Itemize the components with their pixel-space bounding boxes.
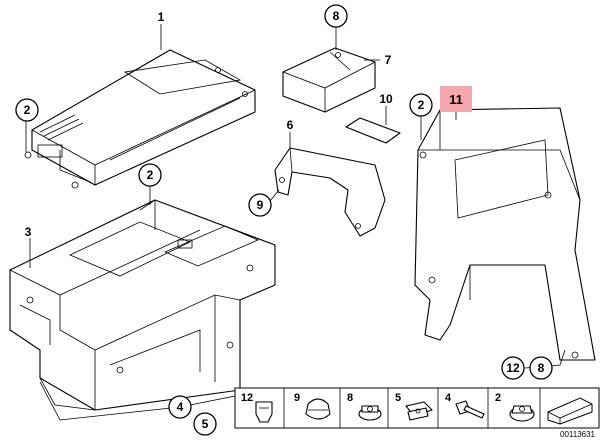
callout-3: 3 bbox=[25, 225, 32, 239]
flange-nut-icon bbox=[358, 405, 382, 421]
callout-11-highlighted: 11 bbox=[440, 86, 472, 112]
callout-11-highlight bbox=[440, 86, 472, 112]
callout-10-label: 10 bbox=[379, 92, 393, 106]
callout-2-bracket: 2 bbox=[409, 93, 433, 117]
callout-10: 10 bbox=[379, 92, 393, 106]
legend-label-5: 5 bbox=[395, 392, 401, 404]
callout-2a-label: 2 bbox=[24, 103, 31, 117]
callout-9-label: 9 bbox=[257, 198, 264, 212]
small-module-part[interactable] bbox=[282, 47, 376, 113]
pad-shape-icon bbox=[547, 397, 593, 425]
clip-nut-icon bbox=[255, 401, 273, 423]
legend-label-2: 2 bbox=[495, 392, 501, 404]
callout-12-label: 12 bbox=[506, 361, 520, 375]
legend-cell-8[interactable]: 8 bbox=[347, 392, 382, 421]
callout-8b-label: 8 bbox=[538, 361, 545, 375]
callout-2-module: 2 bbox=[15, 98, 39, 122]
callout-2c-label: 2 bbox=[418, 98, 425, 112]
legend-cell-2[interactable]: 2 bbox=[495, 392, 535, 422]
legend-cell-5[interactable]: 5 bbox=[395, 392, 433, 421]
callout-2-frame: 2 bbox=[138, 163, 162, 187]
callout-12: 12 bbox=[501, 356, 525, 380]
large-bracket-part[interactable] bbox=[414, 107, 596, 361]
legend-cell-4[interactable]: 4 bbox=[445, 392, 485, 419]
hex-nut-icon bbox=[509, 405, 535, 422]
pad-part[interactable] bbox=[345, 117, 401, 144]
legend-cell-12[interactable]: 12 bbox=[241, 392, 273, 423]
callout-8-bottom: 8 bbox=[529, 356, 553, 380]
callout-9: 9 bbox=[248, 193, 272, 217]
callout-5: 5 bbox=[193, 412, 217, 436]
legend-label-8: 8 bbox=[347, 392, 353, 404]
callout-11-label: 11 bbox=[449, 92, 463, 107]
callout-8-top: 8 bbox=[324, 4, 348, 28]
hardware-legend: 12 9 8 5 bbox=[234, 387, 600, 429]
callout-7: 7 bbox=[385, 53, 392, 67]
callout-2b-label: 2 bbox=[147, 168, 154, 182]
legend-label-9: 9 bbox=[294, 392, 300, 404]
legend-label-12: 12 bbox=[241, 392, 253, 404]
callout-1-label: 1 bbox=[158, 10, 165, 24]
callout-6: 6 bbox=[287, 118, 294, 132]
callout-4: 4 bbox=[168, 395, 192, 419]
hex-bolt-icon bbox=[455, 400, 485, 419]
bracket-frame-part[interactable] bbox=[9, 199, 276, 411]
spring-nut-icon bbox=[405, 401, 433, 421]
callout-8a-label: 8 bbox=[333, 9, 340, 23]
holder-bracket-part[interactable] bbox=[274, 147, 386, 237]
callout-3-label: 3 bbox=[25, 225, 32, 239]
callout-1: 1 bbox=[158, 10, 165, 24]
leader-lines bbox=[25, 24, 566, 421]
legend-label-4: 4 bbox=[445, 392, 452, 404]
cap-nut-icon bbox=[305, 398, 331, 420]
callout-5-label: 5 bbox=[202, 417, 209, 431]
callout-6-label: 6 bbox=[287, 118, 294, 132]
legend-cell-9[interactable]: 9 bbox=[294, 392, 331, 420]
callout-7-label: 7 bbox=[385, 53, 392, 67]
diagram-reference-number: 00113631 bbox=[560, 430, 596, 439]
callout-4-label: 4 bbox=[177, 400, 184, 414]
control-module-part[interactable] bbox=[24, 49, 256, 189]
